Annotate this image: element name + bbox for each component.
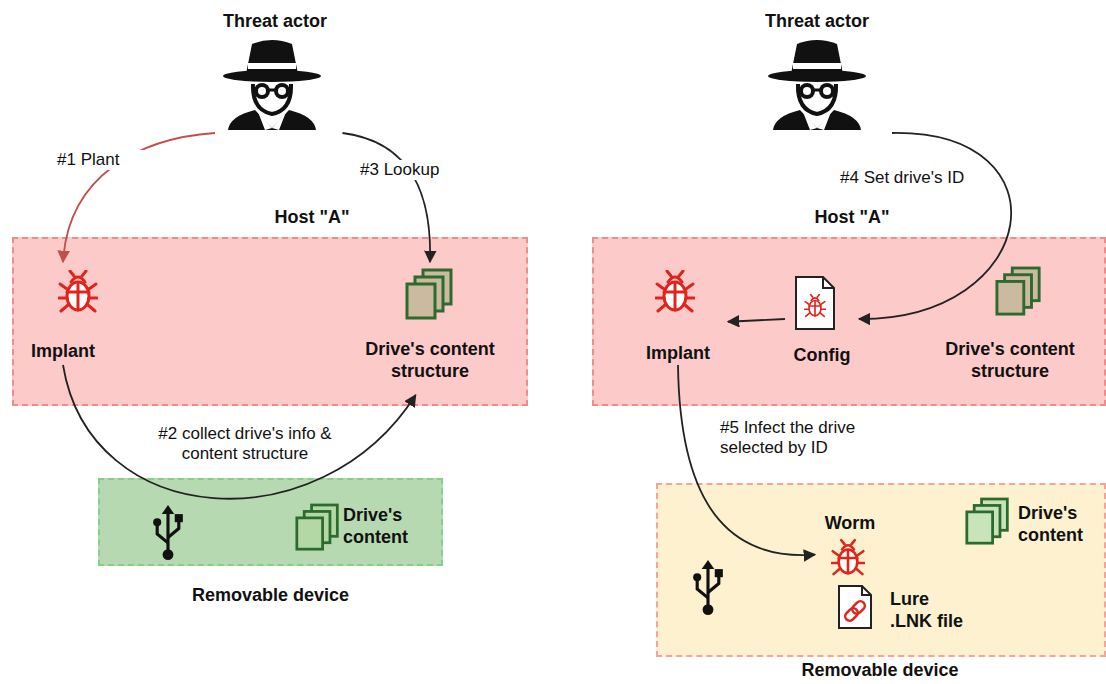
- edge-label-holder: #1 Plant: [55, 150, 155, 170]
- node-label: Drive's content: [343, 504, 435, 548]
- actor-node: Threat actor: [200, 8, 350, 133]
- edge-label: #5 Infect the drive selected by ID: [718, 418, 908, 458]
- implant-node: Implant: [18, 262, 108, 365]
- node-label: Config: [785, 344, 859, 366]
- node-label: Implant: [628, 342, 728, 364]
- edge-label-holder: #3 Lookup: [358, 160, 473, 180]
- edge-label-holder: #4 Set drive's ID: [838, 168, 983, 188]
- edge-label-holder: #5 Infect the drive selected by ID: [718, 418, 908, 458]
- node-label: Host "A": [200, 206, 424, 228]
- node-label: Worm: [815, 512, 885, 534]
- structure-node: Drive's content structure: [920, 262, 1100, 395]
- node-label: Drive's content structure: [920, 338, 1100, 382]
- node-label: Drive's content: [1018, 502, 1105, 546]
- removable-region: Removable device Worm Drive's contentLure …: [656, 483, 1106, 681]
- content-node: Drive's content: [960, 492, 1105, 558]
- node-label: Host "A": [740, 206, 964, 228]
- node-label: Threat actor: [200, 10, 350, 32]
- node-label: Removable device: [780, 659, 980, 681]
- edge-label-holder: #2 collect drive's info & content struct…: [150, 424, 340, 464]
- threat-actor-icon: [223, 40, 321, 130]
- node-label: Implant: [18, 340, 108, 362]
- config-node: Config: [785, 270, 859, 368]
- actor-node: Threat actor: [742, 8, 892, 133]
- threat-actor-icon: [768, 40, 866, 130]
- worm-node: Worm: [815, 510, 885, 582]
- implant-node: Implant: [628, 262, 728, 365]
- edge-label: #1 Plant: [55, 150, 155, 170]
- host-region: Host "A" Implant Drive's content structure: [12, 204, 528, 406]
- edge-label: #4 Set drive's ID: [838, 168, 983, 188]
- node-label: Threat actor: [742, 10, 892, 32]
- node-label: Removable device: [98, 584, 443, 606]
- edge-label: #2 collect drive's info & content struct…: [150, 424, 340, 464]
- structure-node: Drive's content structure: [340, 262, 520, 395]
- content-node: Drive's content: [285, 492, 435, 558]
- edge-label: #3 Lookup: [358, 160, 473, 180]
- node-label: Drive's content structure: [340, 338, 520, 382]
- lure-node: Lure .LNK file: [830, 582, 1000, 638]
- removable-region: Removable device Drive's content: [98, 478, 443, 610]
- node-label: Lure .LNK file: [890, 588, 972, 632]
- host-region: Host "A" Implant Config Drive's content str…: [592, 204, 1106, 406]
